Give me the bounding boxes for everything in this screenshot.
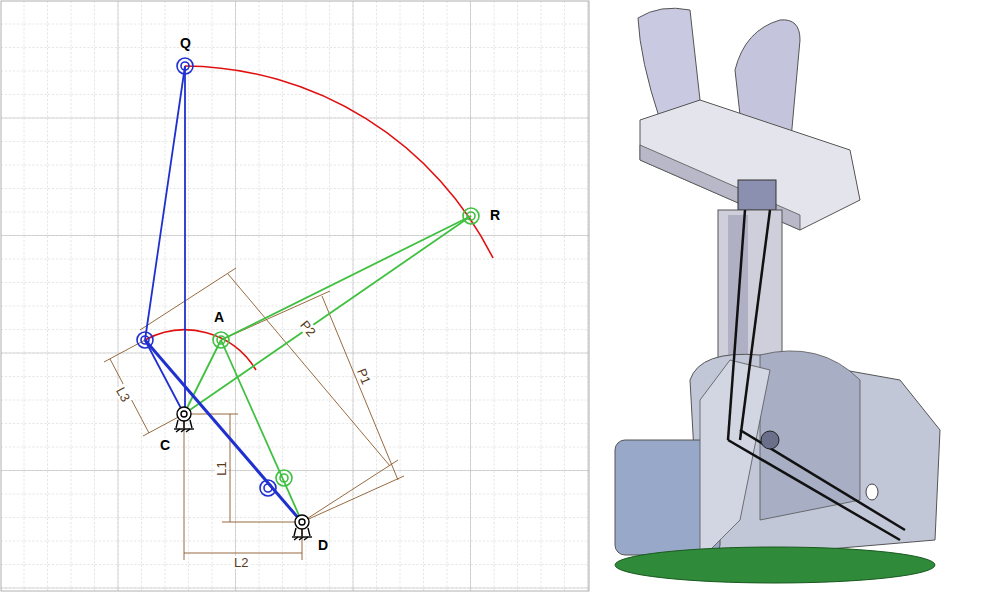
joints — [137, 58, 479, 496]
joint-label: R — [490, 208, 500, 222]
ground-pivot — [174, 407, 312, 540]
joint-label: A — [214, 310, 224, 324]
blue-links — [145, 66, 300, 520]
cad-render — [615, 8, 940, 583]
joint-label: D — [318, 538, 328, 552]
joint-label: Q — [180, 36, 191, 50]
joint-label: C — [160, 438, 170, 452]
dimension-label: L1 — [215, 459, 228, 477]
green-links — [184, 216, 471, 522]
grid-panel — [1, 1, 589, 591]
grid-minor — [1, 1, 589, 591]
dimension-label: L2 — [232, 556, 250, 569]
trajectory-arc — [145, 330, 256, 370]
grid-major — [1, 1, 589, 591]
trajectory-arc — [185, 66, 493, 258]
